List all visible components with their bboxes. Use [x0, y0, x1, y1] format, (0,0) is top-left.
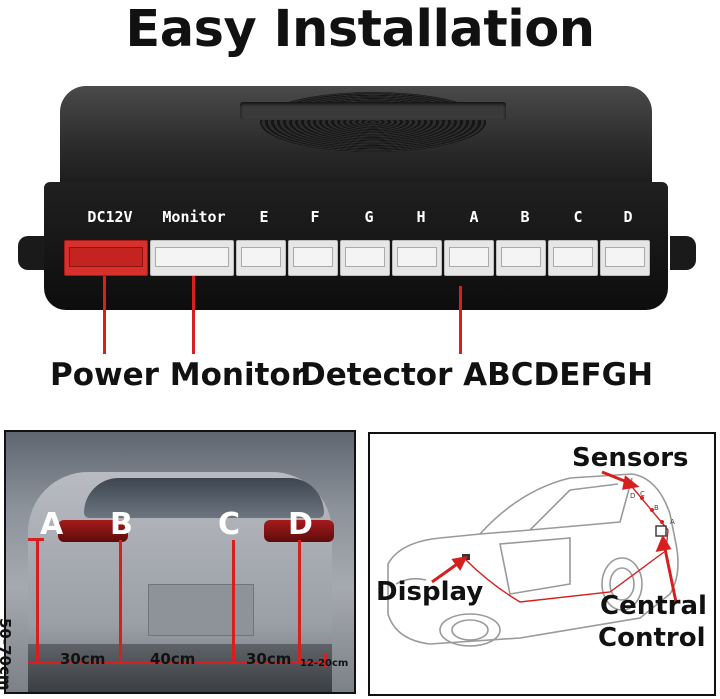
pointer-line-detector [459, 286, 462, 354]
car-outline [387, 473, 679, 647]
port-label-c: C [573, 208, 583, 226]
port-label-monitor: Monitor [162, 208, 226, 226]
port-label-h: H [416, 208, 426, 226]
port-b[interactable] [496, 240, 546, 276]
port-c[interactable] [548, 240, 598, 276]
speaker-slot [240, 102, 506, 120]
caption-power-monitor: Power Monitor [50, 357, 307, 393]
mini-letter-c: C [640, 490, 645, 498]
port-power[interactable] [64, 240, 148, 276]
car-rear-photo: A B C D 50-70cm 30cm 40cm 30cm 12-20cm [0, 430, 356, 694]
central-control-box-mark [655, 525, 667, 537]
label-arrows [431, 470, 678, 603]
spacing-label-2: 40cm [150, 650, 196, 668]
port-label-b: B [520, 208, 530, 226]
height-label: 50-70cm [0, 618, 14, 691]
sensor-letter-d: D [288, 507, 313, 542]
caption-detector: Detector ABCDEFGH [300, 357, 654, 393]
height-cap-top [28, 538, 44, 541]
central-label: Central [600, 591, 707, 621]
side-gap-cap [324, 654, 327, 668]
page-title: Easy Installation [125, 0, 595, 59]
port-f[interactable] [288, 240, 338, 276]
sensor-letter-c: C [218, 507, 241, 542]
port-d[interactable] [600, 240, 650, 276]
pointer-line-monitor [192, 276, 195, 354]
mini-letter-a: A [670, 518, 675, 526]
port-label-e: E [259, 208, 269, 226]
port-monitor[interactable] [150, 240, 234, 276]
sensors-label: Sensors [572, 443, 689, 473]
mini-letter-b: B [654, 504, 659, 512]
mount-tab-left [18, 236, 44, 270]
drop-line-b [119, 540, 122, 664]
port-g[interactable] [340, 240, 390, 276]
car-line-diagram: D C B A Sensors Display Central Control [368, 432, 716, 696]
drop-line-c [232, 540, 235, 664]
car-rear-window [84, 478, 324, 518]
side-gap-label: 12-20cm [300, 658, 349, 669]
taillight-right [264, 520, 334, 542]
license-plate-area [148, 584, 254, 636]
control-label: Control [598, 623, 706, 653]
mount-tab-right [670, 236, 696, 270]
display-label: Display [376, 577, 484, 607]
port-label-dc12v: DC12V [87, 208, 133, 226]
spacing-line [36, 661, 326, 664]
port-label-d: D [623, 208, 633, 226]
mini-letter-d: D [630, 492, 636, 500]
sensor-letter-a: A [40, 507, 64, 542]
control-box [44, 86, 668, 312]
port-label-a: A [469, 208, 479, 226]
port-label-f: F [310, 208, 320, 226]
drop-line-d [298, 540, 301, 664]
port-h[interactable] [392, 240, 442, 276]
spacing-label-3: 30cm [246, 650, 292, 668]
port-a[interactable] [444, 240, 494, 276]
sensor-letter-b: B [110, 507, 133, 542]
port-label-g: G [364, 208, 374, 226]
port-e[interactable] [236, 240, 286, 276]
height-line [36, 538, 39, 664]
car-outline-drawing [387, 470, 679, 647]
spacing-label-1: 30cm [60, 650, 106, 668]
pointer-line-power [103, 276, 106, 354]
taillight-left [58, 520, 128, 542]
bumper-shadow [28, 644, 332, 692]
speaker-grille [260, 92, 486, 152]
